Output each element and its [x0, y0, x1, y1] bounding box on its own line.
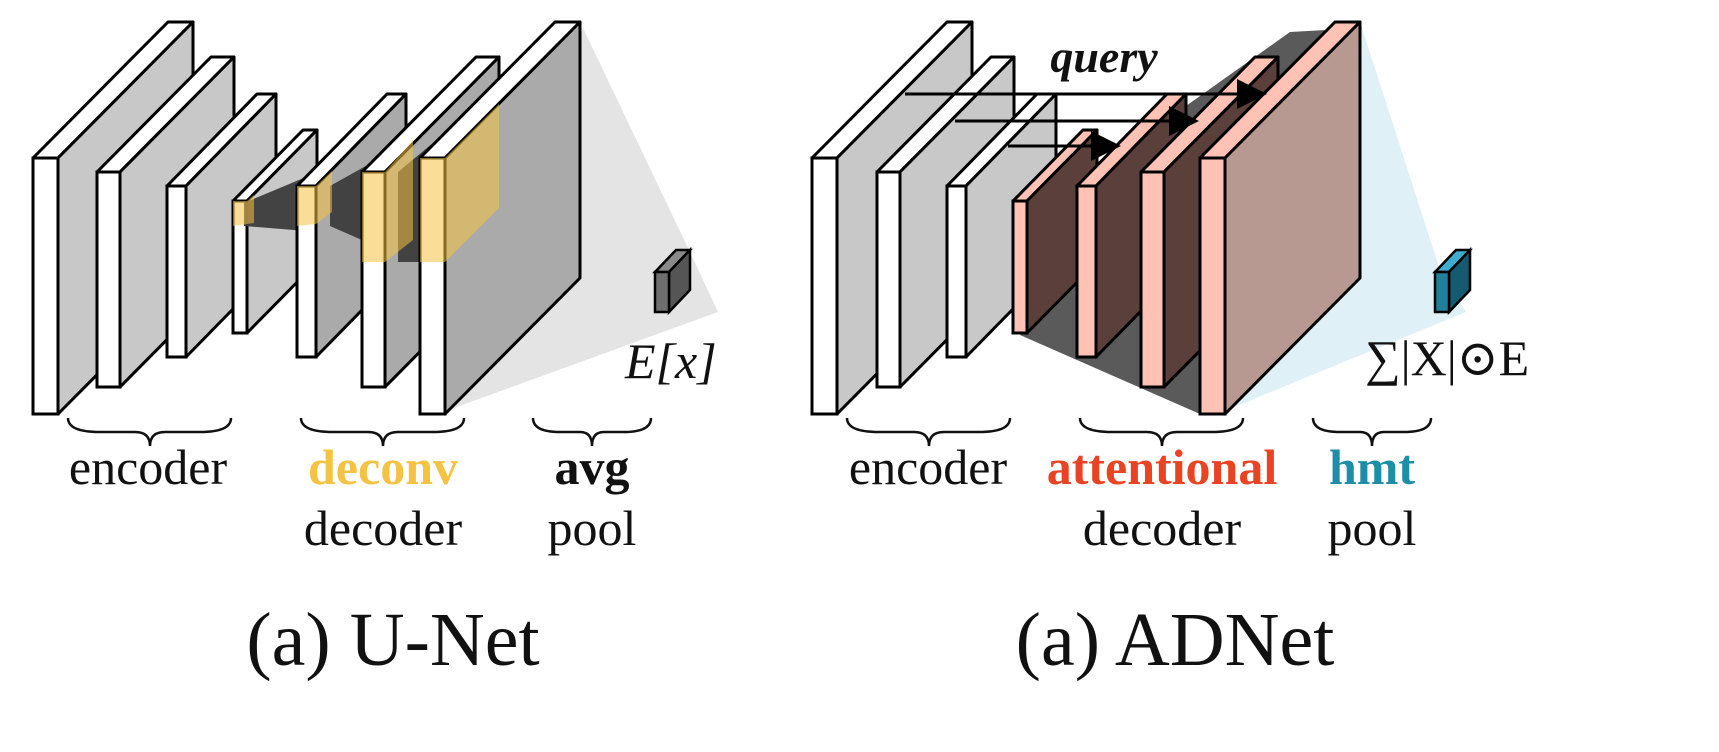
unet-decoder-highlight: deconv — [308, 439, 458, 495]
adnet-output-cube — [1432, 246, 1473, 316]
adnet-encoder-block-3 — [945, 92, 1058, 359]
adnet-pool-brace — [1311, 417, 1433, 447]
adnet-attention-block-1 — [1011, 128, 1099, 335]
unet-encoder-brace — [66, 417, 233, 447]
unet-encoder-label: encoder — [69, 439, 228, 495]
adnet-caption: (a) ADNet — [1016, 598, 1335, 682]
unet-output-formula: E[x] — [624, 333, 717, 389]
adnet-encoder-label: encoder — [849, 439, 1008, 495]
adnet-pool-label: pool — [1328, 500, 1417, 556]
adnet-attention-block-4 — [1198, 20, 1362, 416]
adnet-decoder-label: decoder — [1083, 500, 1242, 556]
unet-pool-brace — [531, 417, 653, 447]
adnet-pool-highlight: hmt — [1329, 439, 1415, 495]
adnet-panel: query ∑|X|⊙E encoder attentional decoder… — [810, 20, 1529, 682]
unet-encoder-block-3 — [165, 92, 278, 359]
unet-output-cube — [652, 246, 693, 316]
adnet-query-arrows — [905, 79, 1267, 161]
unet-pool-label: pool — [548, 500, 637, 556]
adnet-decoder-highlight: attentional — [1047, 439, 1278, 495]
unet-decoder-brace — [299, 417, 466, 447]
unet-decoder-label: decoder — [304, 500, 463, 556]
adnet-decoder-brace — [1078, 417, 1245, 447]
adnet-encoder-brace — [845, 417, 1012, 447]
unet-deconv-highlights — [233, 104, 499, 262]
unet-pool-highlight: avg — [555, 439, 630, 495]
adnet-output-formula: ∑|X|⊙E — [1365, 330, 1529, 386]
unet-panel: E[x] encoder deconv decoder avg pool (a)… — [31, 20, 718, 682]
unet-caption: (a) U-Net — [246, 598, 539, 682]
adnet-query-label: query — [1050, 31, 1158, 82]
